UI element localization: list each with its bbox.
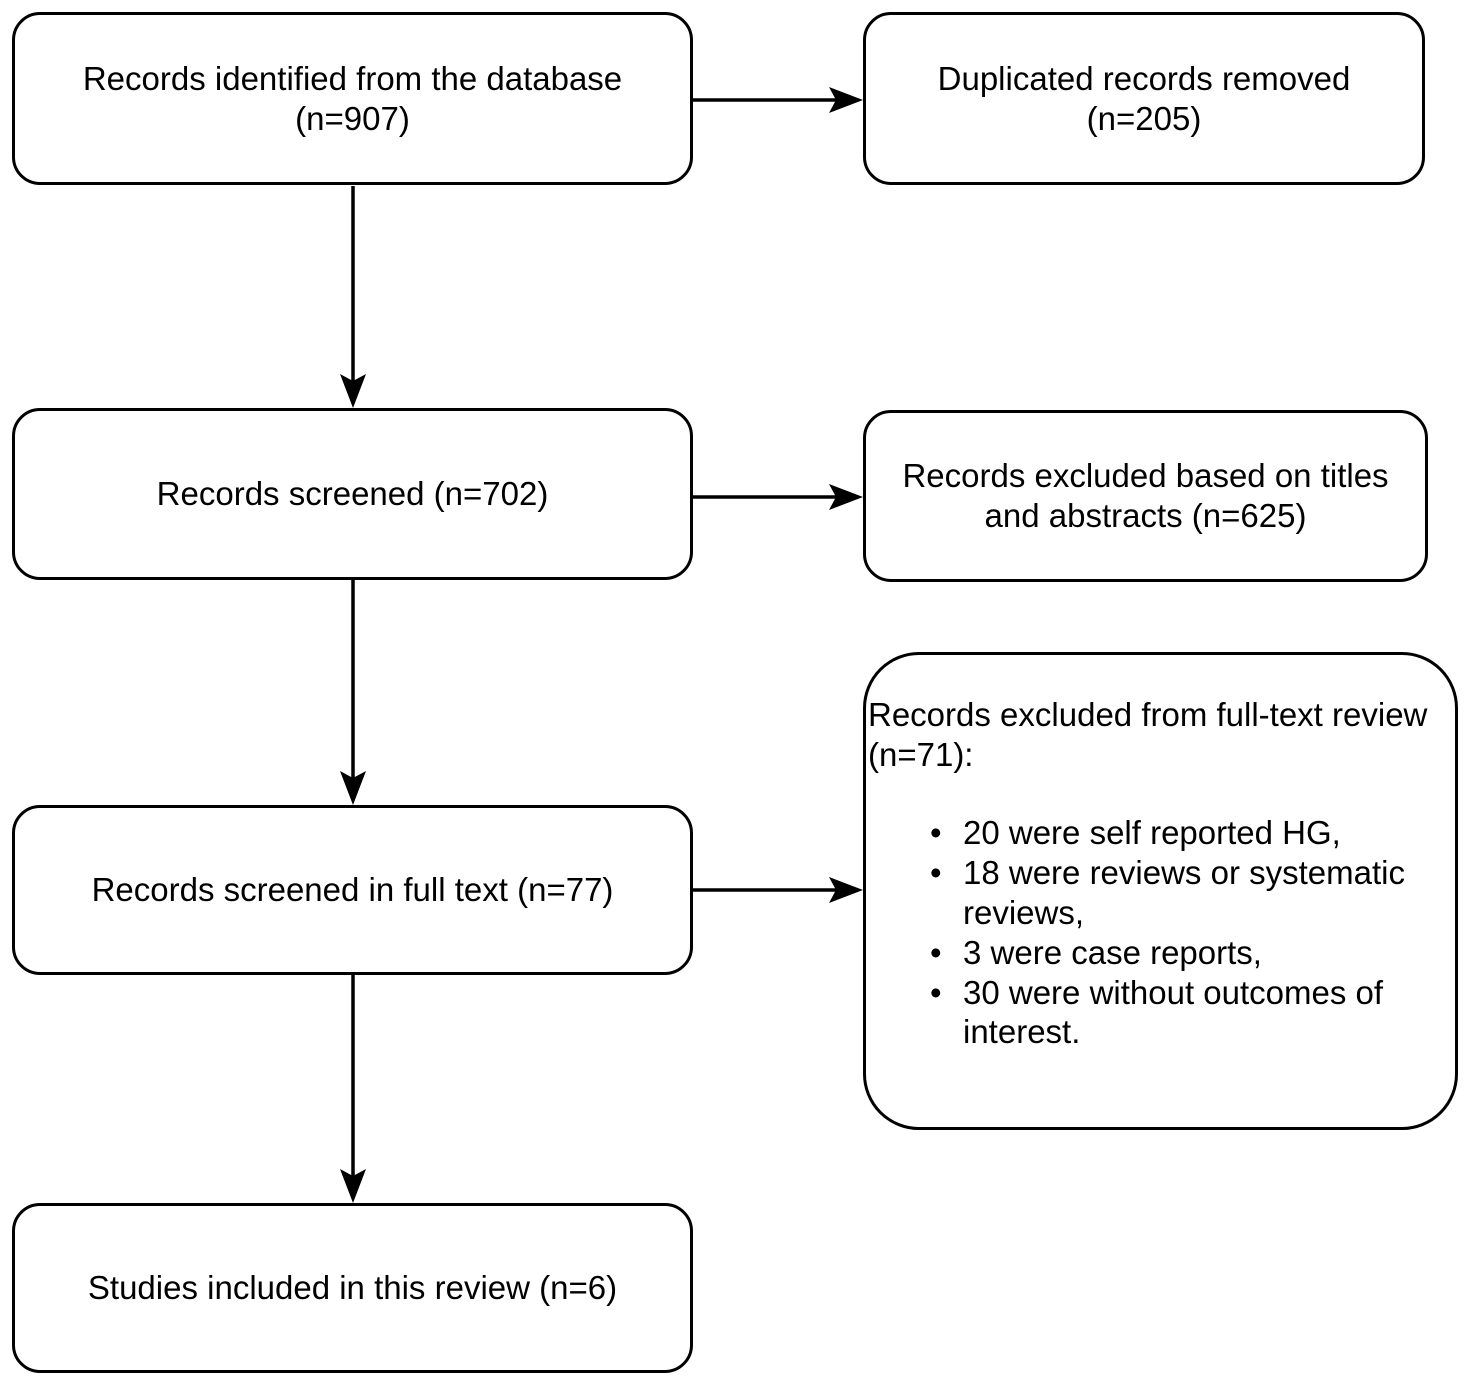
exclusion-reason-item: 20 were self reported HG, (930, 813, 1451, 853)
box-excluded-titles-abstracts: Records excluded based on titles and abs… (863, 410, 1428, 582)
arrow-identified-to-duplicates (693, 87, 863, 113)
arrow-screened-to-fulltext (340, 580, 366, 805)
box-records-screened: Records screened (n=702) (12, 408, 693, 580)
exclusion-reasons-list: 20 were self reported HG, 18 were review… (868, 813, 1451, 1053)
exclusion-reason-item: 18 were reviews or systematic reviews, (930, 853, 1451, 933)
fulltext-screened-label: Records screened in full text (n=77) (91, 871, 614, 909)
arrow-screened-to-excluded (693, 484, 863, 510)
box-fulltext-screened: Records screened in full text (n=77) (12, 805, 693, 975)
arrow-identified-to-screened (340, 186, 366, 408)
box-records-identified: Records identified from the database (n=… (12, 12, 693, 185)
box-duplicates-removed: Duplicated records removed (n=205) (863, 12, 1425, 185)
duplicates-removed-label: Duplicated records removed (n=205) (937, 59, 1351, 137)
arrow-fulltext-to-included (340, 975, 366, 1203)
box-studies-included: Studies included in this review (n=6) (12, 1203, 693, 1373)
excluded-fulltext-heading: Records excluded from full-text review (… (868, 696, 1428, 773)
records-identified-label: Records identified from the database (n=… (82, 59, 623, 137)
box-excluded-fulltext: Records excluded from full-text review (… (863, 652, 1458, 1130)
excluded-titles-abstracts-label: Records excluded based on titles and abs… (902, 457, 1389, 534)
exclusion-reason-item: 3 were case reports, (930, 933, 1451, 973)
arrow-fulltext-to-excluded (693, 877, 863, 903)
records-screened-label: Records screened (n=702) (156, 475, 549, 513)
studies-included-label: Studies included in this review (n=6) (87, 1269, 618, 1307)
exclusion-reason-item: 30 were without outcomes of interest. (930, 973, 1451, 1053)
